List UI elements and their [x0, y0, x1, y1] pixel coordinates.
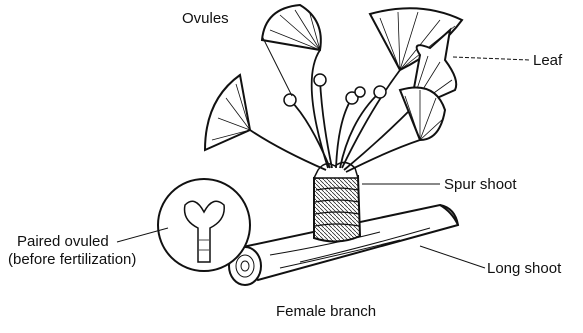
- paired-ovuled-label-line1: Paired ovuled: [17, 233, 109, 251]
- leader-long-shoot: [420, 246, 485, 268]
- leaf-top-left: [262, 5, 321, 50]
- figure-caption: Female branch: [276, 303, 376, 321]
- leader-leaf: [453, 57, 530, 60]
- leaf-label: Leaf: [533, 52, 562, 70]
- spur-shoot: [314, 162, 360, 241]
- ovules-label: Ovules: [182, 10, 229, 28]
- paired-ovules-inset: [158, 179, 250, 271]
- spur-shoot-label: Spur shoot: [444, 176, 517, 194]
- long-shoot-label: Long shoot: [487, 260, 561, 278]
- leaf-left: [205, 75, 250, 150]
- stalks: [250, 50, 420, 172]
- paired-ovuled-label-line2: (before fertilization): [8, 251, 136, 269]
